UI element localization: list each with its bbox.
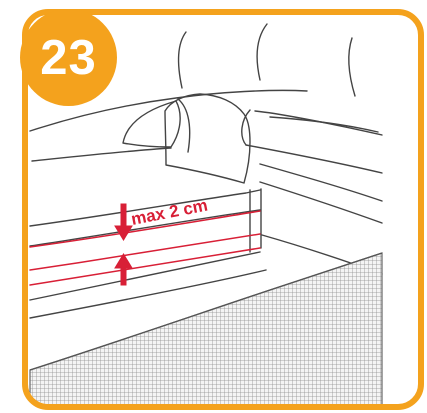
maximum-gap-line-bottom <box>29 233 261 271</box>
frame-middle-rail <box>29 209 261 247</box>
maximum-gap-line-base <box>29 247 261 286</box>
background-fold-line <box>177 31 187 89</box>
crib-assembly-illustration <box>29 23 383 404</box>
background-fold-line-three <box>348 37 356 97</box>
step-number: 23 <box>40 31 97 85</box>
down-arrow-icon <box>114 203 133 241</box>
step-number-badge: 23 <box>20 9 117 106</box>
frame-lower-rail <box>29 251 261 301</box>
background-left-edge <box>31 147 172 162</box>
mesh-panel-top-border <box>29 252 383 371</box>
fabric-flap-crease <box>177 98 191 153</box>
fabric-flap-right <box>164 93 251 184</box>
frame-base-rail <box>29 269 267 319</box>
frame-upper-rail <box>29 189 261 227</box>
background-seat-outline <box>29 89 308 132</box>
up-arrow-icon <box>114 253 133 286</box>
side-panel-middle-line <box>259 181 383 224</box>
fabric-flap-left <box>122 100 181 148</box>
background-fold-line-two <box>256 23 268 81</box>
maximum-gap-line-top <box>29 210 261 248</box>
side-panel-upper-line <box>259 163 383 202</box>
crossbar-top-edge <box>254 110 383 136</box>
background-right-edge <box>269 116 379 133</box>
crossbar-end-cap <box>241 109 251 146</box>
crossbar-bottom-edge <box>245 144 383 174</box>
